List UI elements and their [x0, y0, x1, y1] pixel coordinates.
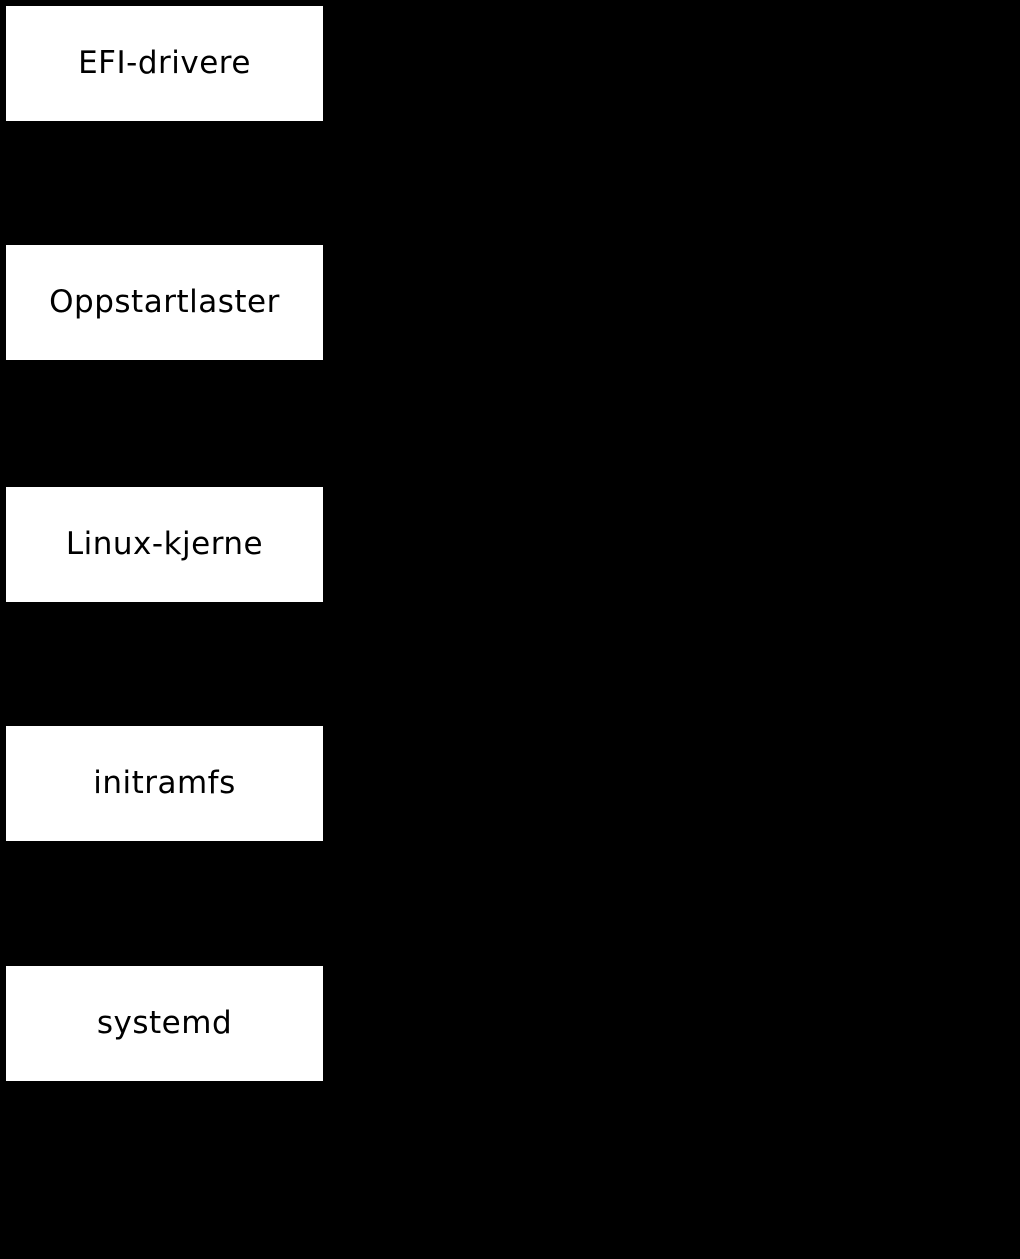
- node-label: systemd: [96, 1005, 233, 1041]
- node-label: initramfs: [93, 765, 236, 801]
- node-initramfs: initramfs: [6, 726, 323, 841]
- node-oppstartlaster: Oppstartlaster: [6, 245, 323, 360]
- node-label: Linux-kjerne: [65, 526, 264, 562]
- node-systemd: systemd: [6, 966, 323, 1081]
- node-label: EFI-drivere: [78, 45, 251, 81]
- node-linux-kjerne: Linux-kjerne: [6, 487, 323, 602]
- node-label: Oppstartlaster: [49, 284, 280, 320]
- node-efi-drivere: EFI-drivere: [6, 6, 323, 121]
